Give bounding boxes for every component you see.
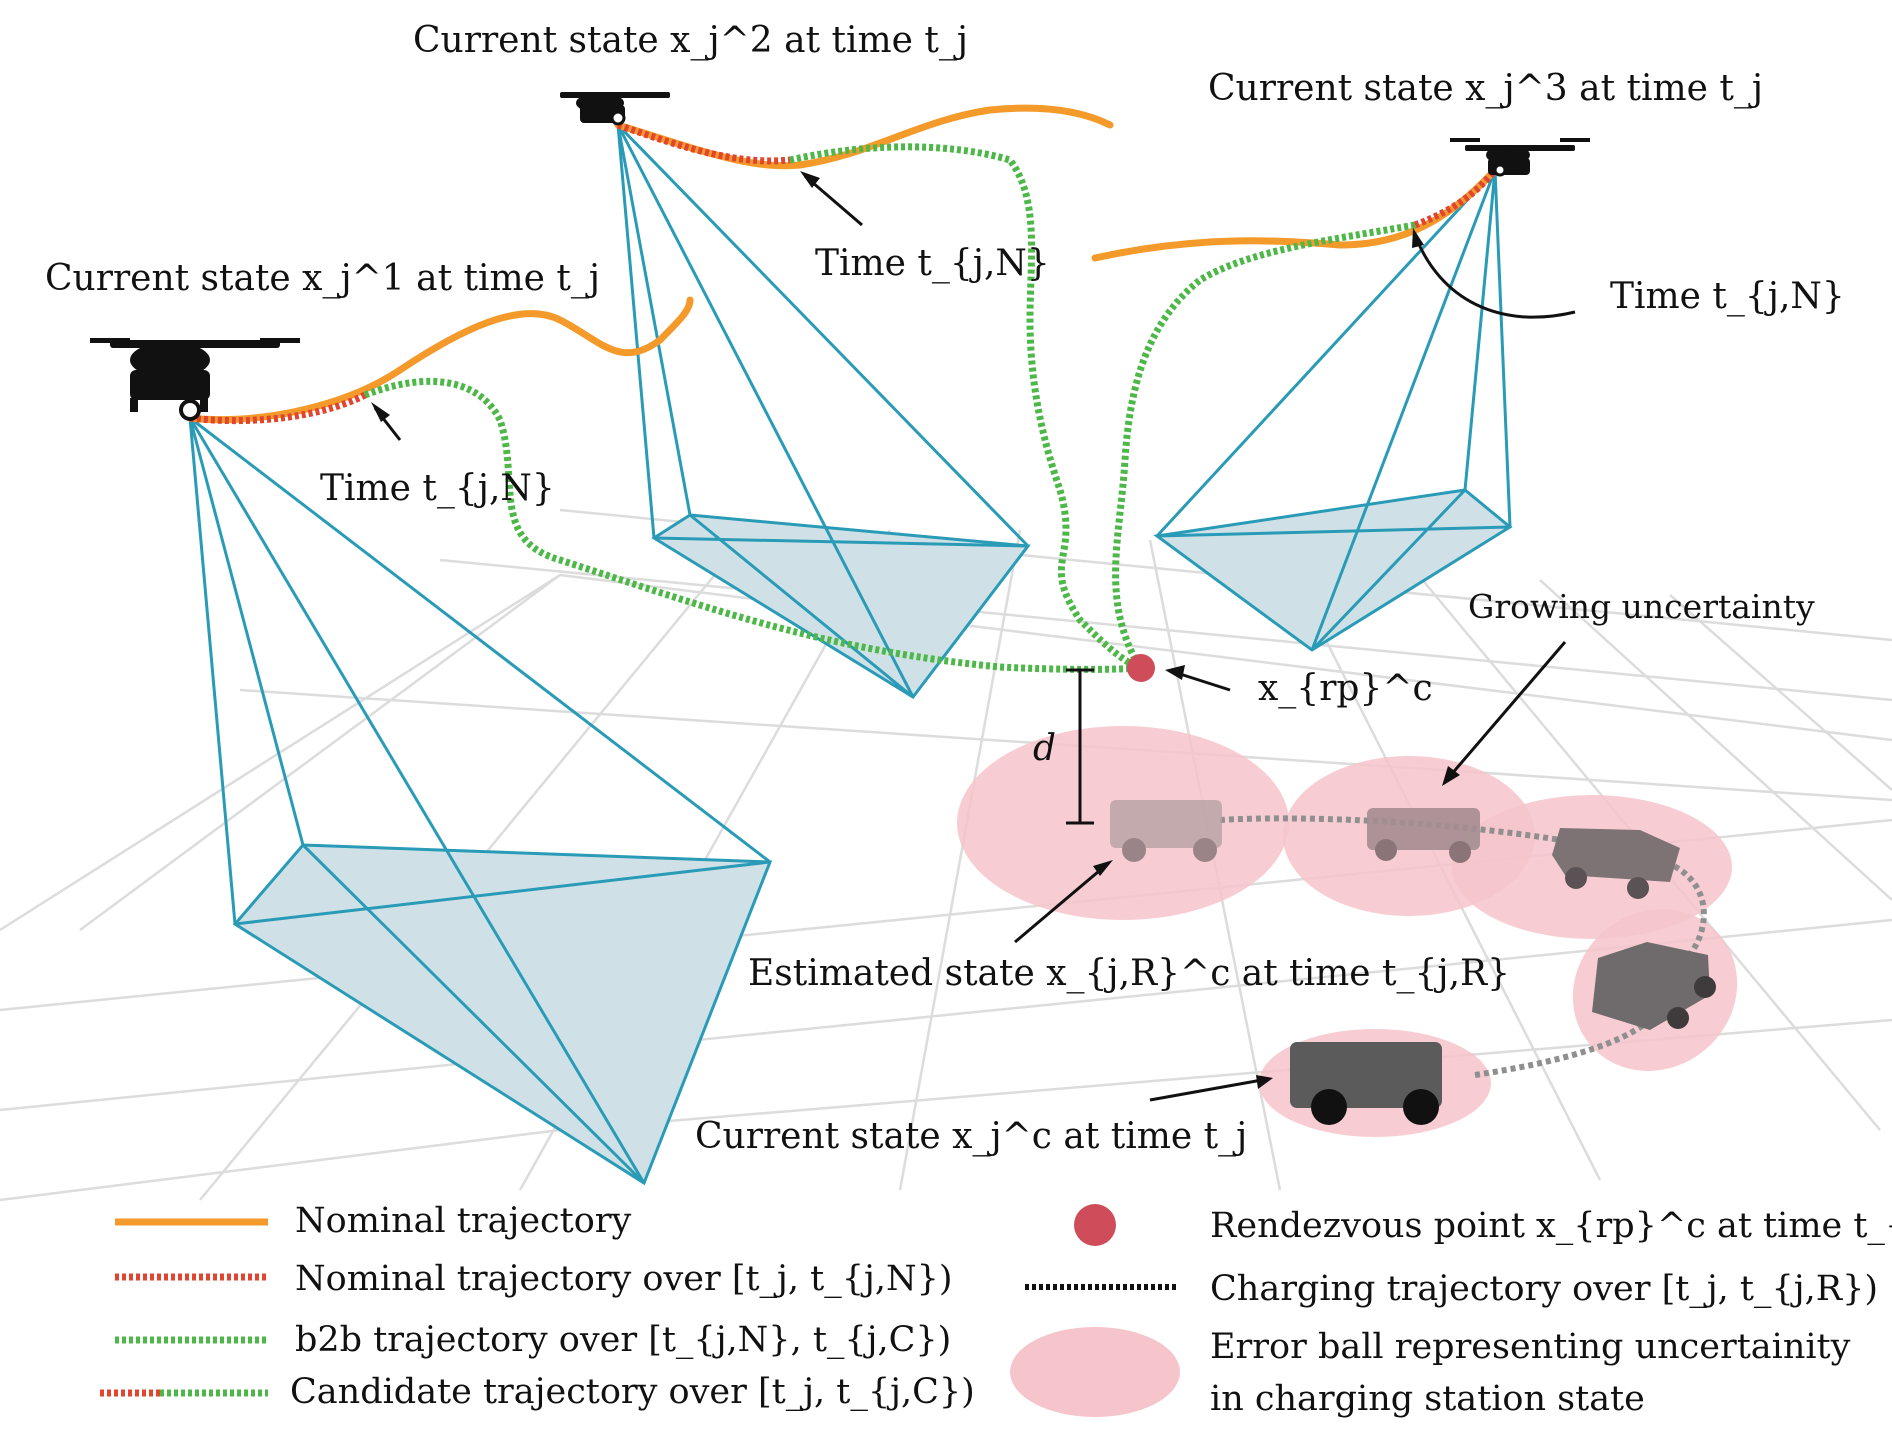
- nominal-over-segments: [189, 121, 1498, 425]
- b2b-trajectories: [363, 143, 1416, 673]
- legend-error-ball-swatch: [1010, 1327, 1180, 1417]
- rendezvous-point: [1127, 654, 1155, 682]
- drone3-time-label: Time t_{j,N}: [1610, 276, 1845, 317]
- drone1-time-label: Time t_{j,N}: [320, 468, 555, 509]
- charger-vehicle-current: [1290, 1042, 1442, 1125]
- legend-error-ball-line2: in charging station state: [1210, 1379, 1645, 1419]
- estimated-state-label: Estimated state x_{j,R}^c at time t_{j,R…: [748, 953, 1510, 994]
- charger-vehicle-mid1: [1367, 808, 1480, 863]
- rendezvous-label: x_{rp}^c: [1258, 668, 1433, 709]
- legend-rendezvous-label: Rendezvous point x_{rp}^c at time t_{j,C…: [1210, 1206, 1892, 1246]
- drone1-state-label: Current state x_j^1 at time t_j: [45, 258, 600, 299]
- drone2-frustum: [616, 123, 1031, 699]
- charger-current-state-label: Current state x_j^c at time t_j: [695, 1116, 1247, 1157]
- drone3-frustum: [1153, 168, 1513, 652]
- drone1-frustum: [188, 416, 773, 1186]
- drone3-icon: [1450, 138, 1590, 177]
- legend-nominal-over-label: Nominal trajectory over [t_j, t_{j,N}): [295, 1259, 953, 1299]
- legend-charging-label: Charging trajectory over [t_j, t_{j,R}): [1210, 1269, 1878, 1309]
- legend: Nominal trajectory Nominal trajectory ov…: [100, 1201, 1892, 1419]
- charger-vehicle-mid3: [1592, 942, 1716, 1030]
- distance-bar: [1066, 668, 1094, 825]
- charger-vehicle-estimated: [1110, 800, 1222, 862]
- charger-vehicle-mid2: [1552, 828, 1680, 899]
- legend-b2b-label: b2b trajectory over [t_{j,N}, t_{j,C}): [295, 1320, 951, 1360]
- legend-error-ball-line1: Error ball representing uncertainity: [1210, 1327, 1851, 1367]
- drone1-icon: [90, 338, 300, 421]
- drone2-icon: [560, 92, 670, 126]
- legend-candidate-label: Candidate trajectory over [t_j, t_{j,C}): [290, 1372, 975, 1412]
- legend-rendezvous-swatch: [1074, 1204, 1116, 1246]
- distance-label: d: [1033, 728, 1056, 769]
- growing-uncertainty-label: Growing uncertainty: [1468, 587, 1815, 626]
- annotation-arrowheads: [371, 171, 1460, 1089]
- legend-nominal-label: Nominal trajectory: [295, 1201, 632, 1241]
- drone2-state-label: Current state x_j^2 at time t_j: [413, 20, 968, 61]
- drone3-state-label: Current state x_j^3 at time t_j: [1208, 68, 1763, 109]
- drone2-time-label: Time t_{j,N}: [815, 243, 1050, 284]
